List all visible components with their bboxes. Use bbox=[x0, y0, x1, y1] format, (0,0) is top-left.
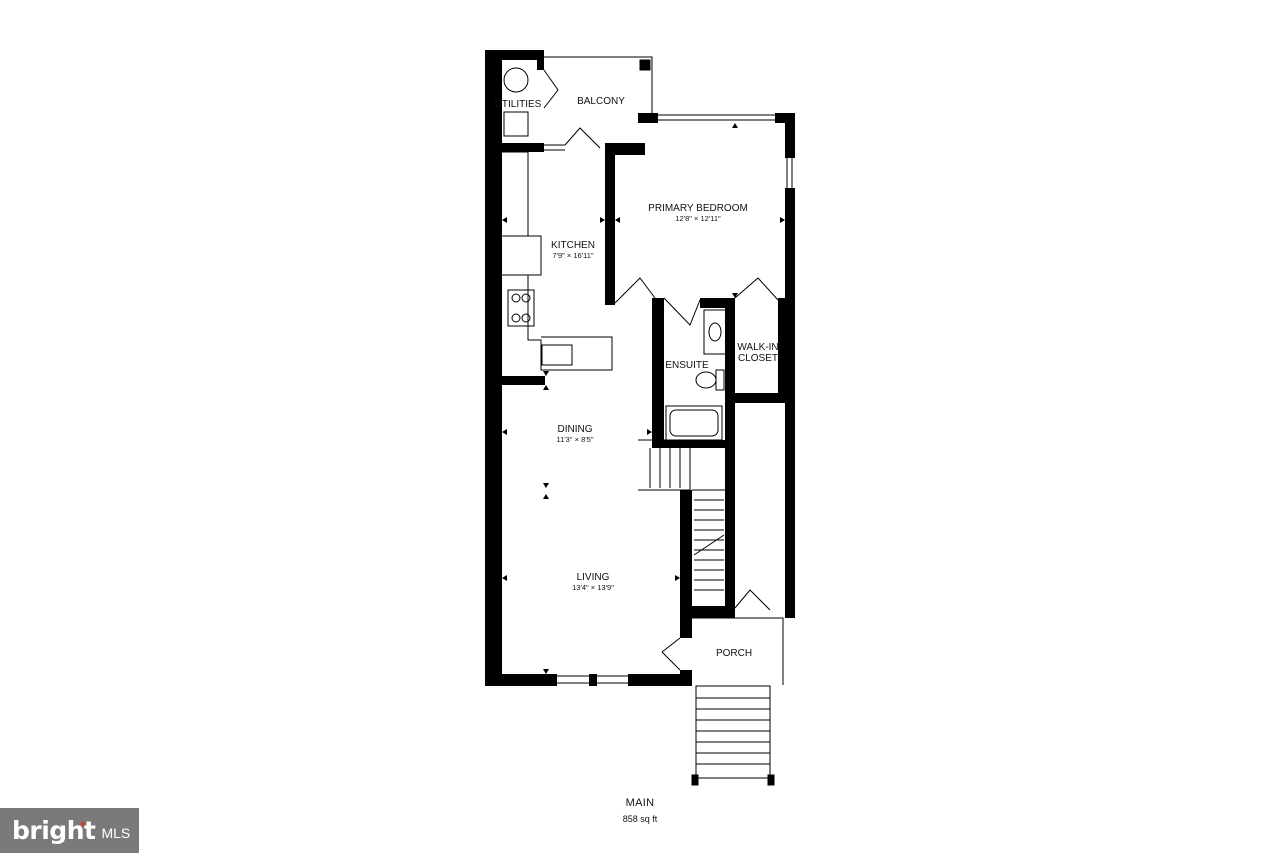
wall-bedroom-top-left bbox=[638, 113, 658, 123]
logo-word: bright bbox=[12, 816, 96, 845]
window-living-bottom-1 bbox=[557, 675, 589, 684]
walls bbox=[485, 50, 795, 686]
room-living-dims: 13'4" × 13'9" bbox=[572, 583, 614, 592]
wall-right-hall bbox=[785, 393, 795, 618]
landing-treads bbox=[649, 448, 681, 488]
wall-stair-left bbox=[680, 490, 692, 618]
toilet-tank bbox=[715, 369, 725, 391]
burner-3 bbox=[511, 313, 521, 323]
burner-4 bbox=[521, 313, 531, 323]
window-kitchen-top bbox=[544, 144, 565, 151]
room-primary-bedroom-name: PRIMARY BEDROOM bbox=[648, 203, 748, 214]
room-dining-name: DINING bbox=[558, 424, 593, 435]
window-bedroom-top bbox=[658, 114, 775, 121]
vanity-basin bbox=[708, 322, 722, 342]
wall-bottom-left bbox=[485, 674, 557, 686]
exterior-stair-post-left bbox=[691, 774, 699, 786]
door-front bbox=[661, 637, 681, 671]
door-bedroom-left bbox=[614, 277, 656, 304]
room-living-name: LIVING bbox=[577, 572, 610, 583]
room-primary-bedroom-dims: 12'8" × 12'11" bbox=[675, 214, 721, 223]
door-closet bbox=[734, 277, 779, 301]
bathtub-inner bbox=[669, 409, 719, 437]
wall-kitchen-bedroom bbox=[605, 143, 615, 305]
exterior-stair-post-right bbox=[767, 774, 775, 786]
stove-icon bbox=[507, 289, 535, 327]
wall-ensuite-top bbox=[700, 298, 732, 308]
wall-bedroom-right-upper bbox=[785, 113, 795, 158]
window-bedroom-right bbox=[786, 158, 793, 188]
wall-bedroom-right-lower bbox=[785, 188, 795, 305]
exterior-stair-treads bbox=[696, 697, 770, 765]
room-ensuite-name: ENSUITE bbox=[665, 360, 709, 371]
stairs bbox=[649, 448, 775, 786]
wall-kitchen-corner bbox=[605, 143, 645, 155]
toilet-icon bbox=[695, 371, 717, 389]
door-bedroom-ensuite bbox=[663, 297, 701, 326]
room-walk-in-closet-name-line1: WALK-IN bbox=[737, 342, 778, 353]
wall-ensuite-bottom bbox=[652, 440, 735, 448]
logo-accent-dot bbox=[81, 822, 85, 826]
wall-stair-bottom bbox=[680, 606, 735, 618]
interior-stair-treads bbox=[694, 499, 724, 591]
floor-name: MAIN bbox=[625, 797, 655, 809]
kitchen-lower-counter bbox=[527, 275, 613, 371]
wall-bottom-right bbox=[628, 674, 692, 686]
burner-2 bbox=[521, 293, 531, 303]
wall-utilities-right bbox=[537, 50, 544, 70]
fixtures bbox=[503, 59, 727, 441]
door-porch bbox=[734, 589, 771, 611]
window-living-bottom-2 bbox=[597, 675, 628, 684]
kitchen-counter bbox=[502, 151, 529, 237]
wall-top-utilities bbox=[485, 50, 544, 60]
wall-closet-left bbox=[725, 298, 735, 446]
room-labels: UTILITIES BALCONY PRIMARY BEDROOM 12'8" … bbox=[495, 96, 779, 659]
wall-kitchen-dining bbox=[502, 376, 545, 385]
room-walk-in-closet-name-line2: CLOSET bbox=[738, 353, 778, 364]
wall-left-outer bbox=[485, 50, 502, 686]
wall-closet-bottom bbox=[735, 393, 795, 403]
logo-suffix: MLS bbox=[101, 824, 131, 841]
wall-closet-right bbox=[778, 298, 795, 393]
stair-break bbox=[693, 534, 725, 556]
wall-utilities-bottom bbox=[502, 143, 544, 152]
doors bbox=[543, 69, 779, 671]
kitchen-sink-icon bbox=[541, 344, 573, 366]
bright-mls-logo: bright MLS bbox=[0, 808, 139, 853]
floor-area: 858 sq ft bbox=[622, 814, 658, 824]
bathtub-icon bbox=[665, 405, 723, 441]
wall-bottom-mid bbox=[589, 674, 597, 686]
balcony-post bbox=[639, 59, 651, 71]
room-utilities-name: UTILITIES bbox=[495, 99, 542, 110]
balcony-outline bbox=[544, 56, 653, 118]
exterior-stair bbox=[695, 685, 771, 779]
burner-1 bbox=[511, 293, 521, 303]
door-utilities bbox=[543, 69, 559, 109]
dimension-markers bbox=[502, 123, 785, 674]
room-kitchen-dims: 7'9" × 16'11" bbox=[552, 251, 594, 260]
water-heater-icon bbox=[503, 67, 529, 93]
vanity-icon bbox=[703, 309, 727, 355]
wall-ensuite-left bbox=[652, 298, 664, 446]
room-balcony-name: BALCONY bbox=[577, 96, 625, 107]
room-dining-dims: 11'3" × 8'5" bbox=[556, 435, 593, 444]
windows bbox=[544, 114, 793, 684]
room-porch-name: PORCH bbox=[716, 648, 752, 659]
kitchen-island bbox=[502, 235, 542, 276]
furnace-icon bbox=[503, 111, 529, 137]
wall-stair-right bbox=[725, 440, 735, 618]
room-kitchen-name: KITCHEN bbox=[551, 240, 595, 251]
wall-living-porch bbox=[680, 618, 692, 638]
door-balcony bbox=[564, 127, 601, 149]
